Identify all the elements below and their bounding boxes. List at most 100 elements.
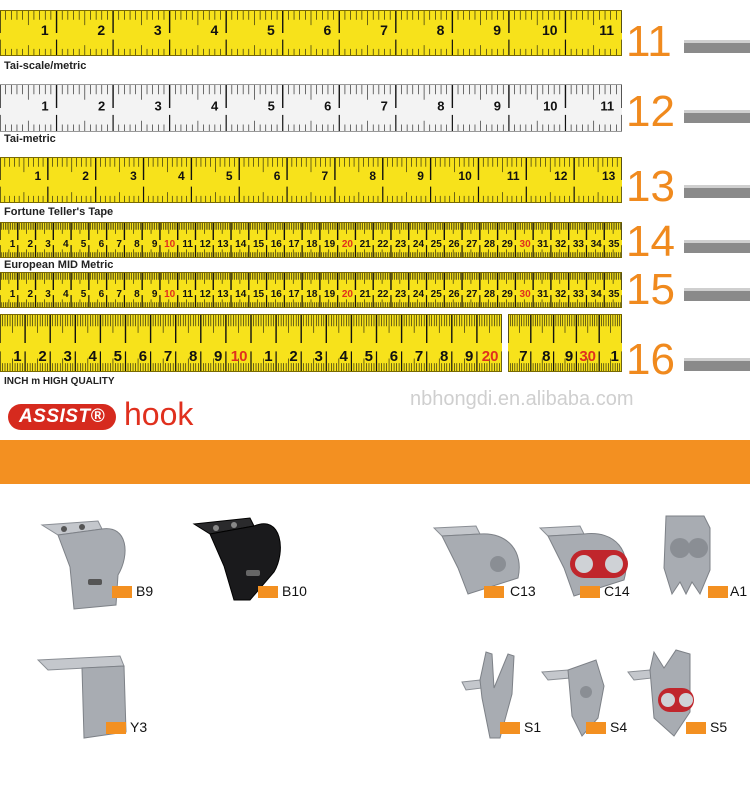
tick-label: 5 [267,22,275,38]
hook-b10-tag [258,586,278,598]
tick-label: 10 [164,289,176,300]
tick-label: 2 [38,348,46,365]
tape-13-caption: Fortune Teller's Tape [4,206,114,218]
tick-label: 7 [322,169,329,183]
tick-label: 10 [231,348,248,365]
hook-b10-label: B10 [282,583,307,599]
tick-label: 21 [360,239,372,250]
tick-label: 2 [97,22,105,38]
model-bar-16 [684,358,750,371]
hook-c13-image [432,525,520,595]
tick-label: 24 [413,239,425,250]
tick-label: 6 [324,22,332,38]
tick-label: 3 [154,98,161,113]
hook-s5-tag [686,722,706,734]
hook-s5-image [627,649,694,737]
tick-label: 4 [178,169,185,183]
model-number-14: 14 [626,217,675,266]
tick-label: 5 [365,348,373,365]
model-number-12: 12 [626,87,675,136]
tick-label: 33 [573,239,585,250]
tick-label: 3 [45,289,51,300]
tick-label: 3 [314,348,322,365]
hook-y3-image [36,655,127,739]
tick-label: 19 [324,239,336,250]
model-number-13: 13 [626,162,675,211]
model-bar-11 [684,40,750,53]
tick-label: 26 [448,239,460,250]
hook-s1-tag [500,722,520,734]
tape-12-caption: Tai-metric [4,133,56,145]
tick-label: 30 [579,348,596,365]
tape-16-caption: INCH m HIGH QUALITY [4,376,115,387]
tick-label: 4 [63,239,69,250]
section-title: hook [124,396,194,432]
tick-label: 17 [289,289,301,300]
hook-b9-tag [112,586,132,598]
tick-label: 5 [268,98,275,113]
tick-label: 1 [610,348,618,365]
tick-label: 3 [63,348,71,365]
tick-label: 27 [466,239,478,250]
model-number-15: 15 [626,265,675,314]
tick-label: 35 [608,289,620,300]
tick-label: 1 [10,239,16,250]
tick-label: 16 [271,289,283,300]
tape-14-caption: European MID Metric [4,259,114,271]
tick-label: 29 [502,289,514,300]
tick-label: 3 [130,169,137,183]
tick-label: 33 [573,289,585,300]
tick-label: 6 [274,169,281,183]
tick-label: 2 [27,239,33,250]
tick-label: 23 [395,289,407,300]
tick-label: 31 [537,239,549,250]
tick-label: 7 [380,22,388,38]
tick-label: 17 [289,239,301,250]
tick-label: 12 [200,289,212,300]
tick-label: 28 [484,239,496,250]
hook-b10-image [192,517,281,601]
model-bar-14 [684,240,750,253]
tick-label: 23 [395,239,407,250]
hook-c13-label: C13 [510,583,536,599]
tick-label: 4 [211,98,219,113]
tick-label: 7 [116,289,122,300]
tick-label: 5 [81,239,87,250]
tick-label: 8 [134,239,140,250]
tick-label: 11 [599,22,614,38]
hook-a1-image [663,515,711,596]
tick-label: 31 [537,289,549,300]
tick-label: 14 [235,289,247,300]
tick-label: 34 [591,239,603,250]
tick-label: 1 [41,22,49,38]
tick-label: 9 [417,169,424,183]
tick-label: 25 [431,239,443,250]
tick-label: 11 [507,169,520,183]
tick-label: 12 [554,169,568,183]
tick-label: 7 [415,348,423,365]
model-number-11: 11 [626,17,672,66]
tick-label: 1 [41,98,48,113]
assist-logo: ASSIST® [8,404,116,430]
tick-label: 14 [235,239,247,250]
tick-label: 20 [342,289,354,300]
model-bar-13 [684,185,750,198]
tick-label: 12 [200,239,212,250]
tick-label: 9 [465,348,473,365]
tick-label: 1 [10,289,16,300]
tick-label: 8 [440,348,448,365]
tick-label: 32 [555,289,567,300]
hook-c14-image [538,525,628,597]
hook-y3-label: Y3 [130,719,148,735]
tick-label: 22 [377,239,389,250]
tick-label: 4 [340,348,349,365]
tick-label: 19 [324,289,336,300]
tick-label: 15 [253,239,265,250]
